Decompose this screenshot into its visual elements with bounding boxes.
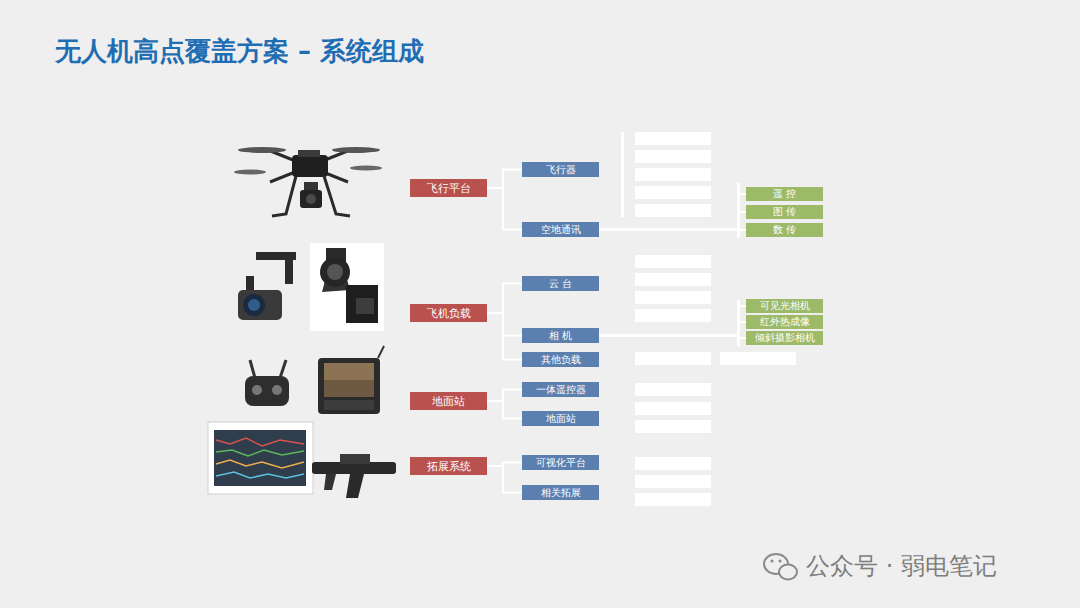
gimbal-picture <box>238 252 296 320</box>
bracket-connector <box>599 212 746 230</box>
bracket-connector <box>487 170 522 189</box>
green-box: 红外热成像 <box>746 315 823 329</box>
green-box: 图 传 <box>746 205 823 219</box>
bracket-connector <box>487 188 522 230</box>
blue-box: 飞行器 <box>522 162 599 177</box>
box-label: 飞行平台 <box>427 183 471 194</box>
blue-box: 地面站 <box>522 411 599 426</box>
box-label: 图 传 <box>773 207 796 217</box>
green-box: 遥 控 <box>746 187 823 201</box>
box-label: 相关拓展 <box>541 488 581 498</box>
box-label: 飞行器 <box>546 165 576 175</box>
box-label: 可视化平台 <box>536 458 586 468</box>
bracket-connector <box>487 401 522 419</box>
box-label: 云 台 <box>549 279 572 289</box>
box-label: 其他负载 <box>541 355 581 365</box>
blue-box: 其他负载 <box>522 352 599 367</box>
bracket-connector <box>599 194 746 230</box>
tablet-picture <box>318 346 384 414</box>
green-box: 倾斜摄影相机 <box>746 331 823 345</box>
box-label: 数 传 <box>773 225 796 235</box>
box-label: 地面站 <box>546 414 576 424</box>
bracket-connector <box>487 313 522 336</box>
wechat-icon <box>764 554 797 580</box>
blue-box: 云 台 <box>522 276 599 291</box>
box-label: 拓展系统 <box>427 461 471 472</box>
bracket-connector <box>487 390 522 402</box>
drone-picture <box>234 147 382 216</box>
blue-box: 空地通讯 <box>522 222 599 237</box>
box-label: 倾斜摄影相机 <box>755 333 815 343</box>
green-box: 数 传 <box>746 223 823 237</box>
red-box: 飞机负载 <box>410 304 487 322</box>
bracket-connector <box>487 284 522 314</box>
screen-picture <box>208 422 313 494</box>
bracket-connector <box>487 313 522 360</box>
bracket-connector <box>599 229 746 232</box>
remote-picture <box>245 360 289 406</box>
bracket-connector <box>487 466 522 493</box>
bracket-connector <box>599 336 746 339</box>
box-label: 相 机 <box>549 331 572 341</box>
blue-box: 相 机 <box>522 328 599 343</box>
slide-title: 无人机高点覆盖方案 – 系统组成 <box>55 34 424 69</box>
bracket-bars <box>621 132 740 346</box>
blue-box: 相关拓展 <box>522 485 599 500</box>
bracket-connector <box>599 322 746 336</box>
watermark: 公众号 · 弱电笔记 <box>806 550 997 582</box>
blue-box: 一体遥控器 <box>522 382 599 397</box>
box-label: 地面站 <box>432 396 465 407</box>
box-label: 可见光相机 <box>760 301 810 311</box>
red-box: 拓展系统 <box>410 457 487 475</box>
red-box: 地面站 <box>410 392 487 410</box>
gimbal-picture <box>310 243 384 331</box>
blue-box: 可视化平台 <box>522 455 599 470</box>
box-label: 红外热成像 <box>760 317 810 327</box>
box-label: 空地通讯 <box>541 225 581 235</box>
green-box: 可见光相机 <box>746 299 823 313</box>
device-picture <box>312 454 396 498</box>
bracket-connector <box>599 306 746 336</box>
box-label: 遥 控 <box>773 189 796 199</box>
box-label: 一体遥控器 <box>536 385 586 395</box>
red-box: 飞行平台 <box>410 179 487 197</box>
box-label: 飞机负载 <box>427 308 471 319</box>
